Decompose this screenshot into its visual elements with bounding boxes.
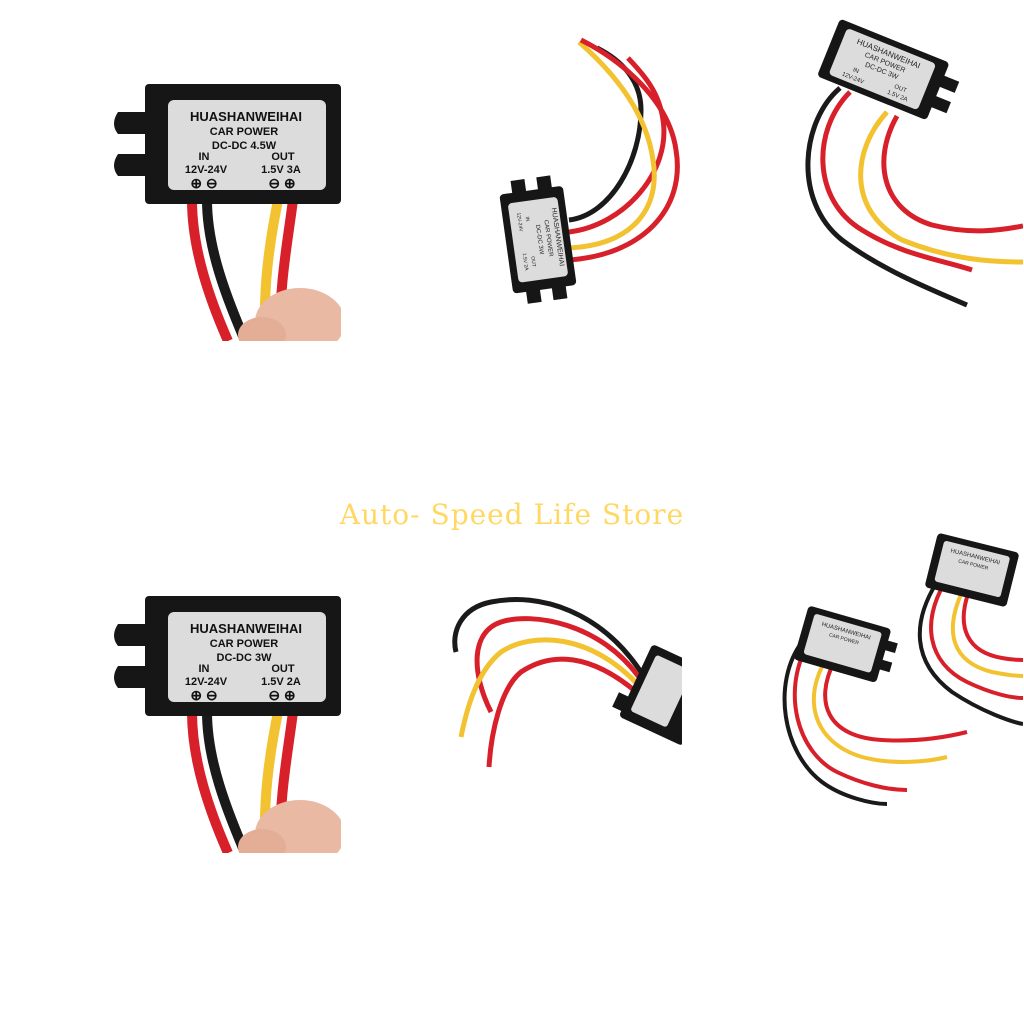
mount-tab bbox=[881, 639, 898, 654]
photo-two-converters: HUASHANWEIHAI CAR POWER HUASHANWEIHAI CA… bbox=[682, 512, 1023, 853]
mount-tab bbox=[114, 624, 145, 646]
yellow-wire bbox=[858, 110, 1023, 265]
red-wire bbox=[486, 656, 643, 768]
mount-tab bbox=[536, 175, 553, 194]
mount-tab bbox=[551, 282, 568, 301]
yellow-wire bbox=[458, 637, 643, 738]
label-sticker bbox=[829, 29, 936, 110]
polarity-symbols-in: ⊕ ⊖ bbox=[190, 175, 217, 191]
in-label: IN bbox=[199, 663, 210, 675]
out-label: OUT bbox=[893, 84, 907, 94]
mount-tab bbox=[114, 154, 145, 176]
label-sticker bbox=[934, 541, 1010, 597]
product-text: CAR POWER bbox=[542, 220, 553, 258]
out-voltage-text: 1.5V 2A bbox=[261, 676, 301, 688]
red-wire bbox=[820, 90, 973, 273]
black-wire bbox=[202, 711, 250, 853]
mount-tab bbox=[114, 666, 145, 688]
black-wire bbox=[782, 640, 888, 806]
finger bbox=[238, 829, 286, 853]
red-wire bbox=[823, 661, 968, 743]
photo-converter-side bbox=[341, 512, 682, 853]
mount-tab bbox=[612, 692, 632, 713]
red-wire bbox=[929, 582, 1023, 700]
photo-converter-closeup-4-5w: HUASHANWEIHAI CAR POWER DC-DC 4.5W IN OU… bbox=[0, 0, 341, 341]
product-text: CAR POWER bbox=[210, 638, 279, 650]
label-sticker bbox=[803, 614, 882, 673]
in-label: IN bbox=[199, 151, 210, 163]
yellow-wire bbox=[950, 591, 1023, 678]
photo-converter-rotated: HUASHANWEIHAI CAR POWER DC-DC 3W IN OUT … bbox=[341, 0, 682, 341]
out-label: OUT bbox=[271, 663, 295, 675]
red-wire bbox=[474, 616, 644, 714]
spec-text: DC-DC 3W bbox=[217, 652, 273, 664]
red-wire bbox=[187, 199, 233, 341]
brand-text: HUASHANWEIHAI bbox=[190, 109, 302, 124]
out-voltage-text: 1.5V 2A bbox=[521, 253, 530, 272]
converter-photo: HUASHANWEIHAI CAR POWER DC-DC 4.5W IN OU… bbox=[114, 84, 341, 341]
spec-text: DC-DC 4.5W bbox=[212, 140, 277, 152]
red-wire bbox=[792, 645, 908, 792]
polarity-symbols-out: ⊖ ⊕ bbox=[268, 687, 295, 703]
product-text: CAR POWER bbox=[210, 126, 279, 138]
red-wire bbox=[881, 114, 1023, 234]
black-wire bbox=[917, 580, 1023, 726]
converter-photo: HUASHANWEIHAI CAR POWER DC-DC 3W IN OUT … bbox=[114, 596, 341, 853]
red-wire bbox=[187, 711, 233, 853]
photo-converter-angled: HUASHANWEIHAI CAR POWER DC-DC 3W IN OUT … bbox=[682, 0, 1023, 341]
store-watermark: Auto- Speed Life Store bbox=[339, 498, 685, 531]
red-wire bbox=[961, 593, 1023, 662]
in-voltage-text: 12V-24V bbox=[185, 164, 228, 176]
finger bbox=[238, 317, 286, 341]
yellow-wire bbox=[568, 40, 657, 251]
label-sticker bbox=[168, 612, 326, 702]
mount-tab bbox=[510, 179, 527, 197]
black-wire bbox=[452, 597, 644, 674]
in-voltage-text: 12V-24V bbox=[185, 676, 228, 688]
converter-photo: HUASHANWEIHAI CAR POWER DC-DC 3W IN OUT … bbox=[499, 37, 680, 304]
out-voltage-text: 1.5V 3A bbox=[261, 164, 301, 176]
mount-tab bbox=[114, 112, 145, 134]
in-label: IN bbox=[524, 216, 531, 222]
yellow-wire bbox=[811, 656, 948, 764]
black-wire bbox=[202, 199, 250, 341]
mount-tab bbox=[876, 658, 893, 673]
mount-tab bbox=[929, 95, 951, 114]
converter-photo: HUASHANWEIHAI CAR POWER HUASHANWEIHAI CA… bbox=[782, 533, 1023, 806]
polarity-symbols-in: ⊕ ⊖ bbox=[190, 687, 217, 703]
label-sticker bbox=[631, 655, 682, 727]
mount-tab bbox=[938, 75, 960, 93]
red-wire bbox=[568, 37, 680, 263]
mount-tab bbox=[525, 285, 542, 304]
in-label: IN bbox=[852, 67, 860, 75]
spec-text: DC-DC 3W bbox=[534, 224, 544, 255]
brand-text: HUASHANWEIHAI bbox=[190, 621, 302, 636]
red-wire bbox=[568, 56, 667, 235]
converter-photo bbox=[452, 597, 682, 768]
photo-converter-closeup-3w: HUASHANWEIHAI CAR POWER DC-DC 3W IN OUT … bbox=[0, 512, 341, 853]
label-sticker bbox=[508, 197, 568, 283]
converter-photo: HUASHANWEIHAI CAR POWER DC-DC 3W IN OUT … bbox=[805, 19, 1023, 308]
black-wire bbox=[805, 86, 968, 308]
out-label: OUT bbox=[271, 151, 295, 163]
polarity-symbols-out: ⊖ ⊕ bbox=[268, 175, 295, 191]
in-voltage-text: 12V-24V bbox=[515, 212, 524, 232]
out-label: OUT bbox=[529, 256, 536, 267]
label-sticker bbox=[168, 100, 326, 190]
